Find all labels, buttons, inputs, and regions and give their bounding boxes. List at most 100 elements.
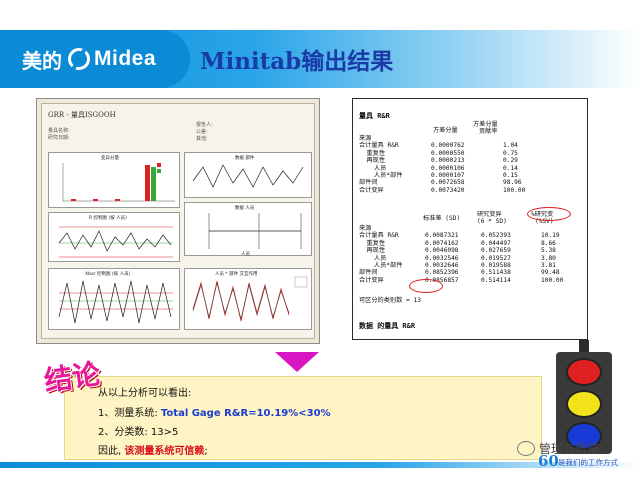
footer-bar xyxy=(0,462,640,468)
conclusion-box xyxy=(64,376,542,460)
interaction-lines xyxy=(192,276,308,322)
table-cell: 0.0000106 xyxy=(431,164,465,172)
table2-header-b: 研究变异 xyxy=(477,211,502,218)
meta-left: 量具名称: 研究日期: xyxy=(48,128,70,141)
wechat-icon xyxy=(517,441,535,456)
table2-header-b2: (6 * SD) xyxy=(477,218,507,225)
xbar-control-chart: Xbar 控制图 (按 人员) xyxy=(48,268,180,330)
table-cell: 100.00 xyxy=(541,276,564,284)
table-cell: 0.14 xyxy=(503,164,518,172)
table-cell: 0.0856857 xyxy=(425,276,459,284)
table1-header-b: 方差分量 xyxy=(473,121,498,128)
midea-logo: 美的 Midea xyxy=(0,30,190,88)
table-row-source: 重复性 xyxy=(359,149,386,157)
table-row-source: 重复性 xyxy=(359,239,386,247)
table-cell: 0.0046098 xyxy=(425,247,459,255)
table-row-source: 人员 xyxy=(359,254,387,262)
output-footer-title: 数据 的量具 R&R xyxy=(359,322,416,330)
table-cell: 0.0000550 xyxy=(431,149,465,157)
table-cell: 0.0087321 xyxy=(425,232,459,240)
table-cell: 0.019588 xyxy=(481,262,511,269)
interaction-chart: 人员 * 部件 交互作用 xyxy=(184,268,312,330)
watermark-subtitle: 是我们的工作方式 xyxy=(558,458,618,467)
conclusion-line1: 从以上分析可以看出: xyxy=(98,388,192,399)
table2-header-c2: (%SV) xyxy=(535,218,554,225)
table-cell: 0.0852396 xyxy=(425,269,459,277)
by-operator-lines xyxy=(208,213,302,249)
meta-right: 报告人: 公差: 其他: xyxy=(196,122,213,142)
table-cell: 99.48 xyxy=(541,269,560,277)
operator-axis-label: 人员 xyxy=(241,252,250,257)
conclusion-line4: 因此, 该测量系统可信赖; xyxy=(98,446,208,457)
table-cell: 3.81 xyxy=(541,262,556,269)
components-chart: 变异分量 xyxy=(48,152,180,208)
bar-part-red xyxy=(145,165,150,201)
table-cell: 0.0032646 xyxy=(425,262,459,269)
gage-rr-value: Total Gage R&R=10.19%<30% xyxy=(160,408,331,419)
page-number: 60 xyxy=(538,452,559,470)
table-cell: 10.19 xyxy=(541,232,560,240)
minitab-graph-canvas: GRR - 量具ISGOOH 量具名称: 研究日期: 报告人: 公差: 其他: … xyxy=(41,103,315,339)
table-row-source: 再现性 xyxy=(359,247,386,255)
conclusion-line2: 1、测量系统: Total Gage R&R=10.19%<30% xyxy=(98,408,331,419)
table-row-source: 合计变异 xyxy=(359,276,384,284)
table-row-source: 再现性 xyxy=(359,157,386,165)
table-cell: 3.80 xyxy=(541,254,556,262)
table-cell: 0.0032546 xyxy=(425,254,459,262)
table-row-source: 人员*部件 xyxy=(359,172,403,179)
yellow-lamp-icon xyxy=(566,390,602,418)
components-caption: 变异分量 xyxy=(101,156,119,161)
down-arrow-icon xyxy=(275,352,319,372)
table-cell: 1.04 xyxy=(503,142,518,150)
table-row-source: 合计量具 R&R xyxy=(359,142,399,150)
xbar-chart-lines xyxy=(58,280,173,324)
traffic-light-pole xyxy=(579,340,589,354)
table-cell: 0.0073420 xyxy=(431,186,465,194)
watermark-title: 管理与质量 xyxy=(539,442,600,456)
highlight-ellipse-sv xyxy=(527,207,571,221)
table-row-source: 合计变异 xyxy=(359,186,384,194)
table-row-source: 来源 xyxy=(359,135,372,142)
bar-part-green xyxy=(151,167,156,201)
output-section-title: 量具 R&R xyxy=(359,112,390,120)
table-cell: 5.38 xyxy=(541,247,556,255)
table-row-source: 合计量具 R&R xyxy=(359,232,399,240)
by-operator-caption: 数据 人员 xyxy=(235,206,255,211)
table-cell: 0.0000762 xyxy=(431,142,465,150)
xbar-chart-caption: Xbar 控制图 (按 人员) xyxy=(85,272,131,277)
r-chart-lines xyxy=(58,226,173,258)
by-part-lines xyxy=(192,164,304,188)
table-cell: 0.0072658 xyxy=(431,179,465,187)
by-operator-chart: 数据 人员 人员 xyxy=(184,202,312,257)
table-cell: 0.0000107 xyxy=(431,172,465,179)
table-cell: 0.0074162 xyxy=(425,239,459,247)
table-cell: 0.15 xyxy=(503,172,518,179)
table-cell: 0.052393 xyxy=(481,232,511,240)
blue-lamp-icon xyxy=(566,422,602,450)
table-cell: 0.75 xyxy=(503,149,518,157)
r-chart-caption: R 控制图 (按 人员) xyxy=(89,216,127,221)
table-cell: 0.044497 xyxy=(481,239,511,247)
minitab-graph-panel: GRR - 量具ISGOOH 量具名称: 研究日期: 报告人: 公差: 其他: … xyxy=(36,98,320,344)
red-lamp-icon xyxy=(566,358,602,386)
table2-header-a: 标准差 (SD) xyxy=(423,215,461,222)
interaction-caption: 人员 * 部件 交互作用 xyxy=(215,272,258,277)
table-cell: 0.29 xyxy=(503,157,518,165)
table-cell: 0.0000213 xyxy=(431,157,465,165)
distinct-categories: 可区分的类别数 = 13 xyxy=(359,297,421,304)
by-part-chart: 数据 部件 xyxy=(184,152,312,198)
by-part-caption: 数据 部件 xyxy=(235,156,255,161)
table-cell: 0.027659 xyxy=(481,247,511,255)
table1-header-c: 贡献率 xyxy=(479,128,498,135)
table-cell: 8.66 xyxy=(541,239,556,247)
graph-title: GRR - 量具ISGOOH xyxy=(48,111,116,119)
table-row-source: 人员*部件 xyxy=(359,262,403,269)
conclusion-line3: 2、分类数: 13>5 xyxy=(98,427,179,438)
table1-header-a: 方差分量 xyxy=(433,127,458,134)
logo-english: Midea xyxy=(94,47,157,70)
midea-swirl-icon xyxy=(68,48,90,70)
logo-chinese: 美的 xyxy=(22,48,62,73)
table-cell: 0.019527 xyxy=(481,254,511,262)
conclusion-verdict: 该测量系统可信赖 xyxy=(124,446,205,457)
